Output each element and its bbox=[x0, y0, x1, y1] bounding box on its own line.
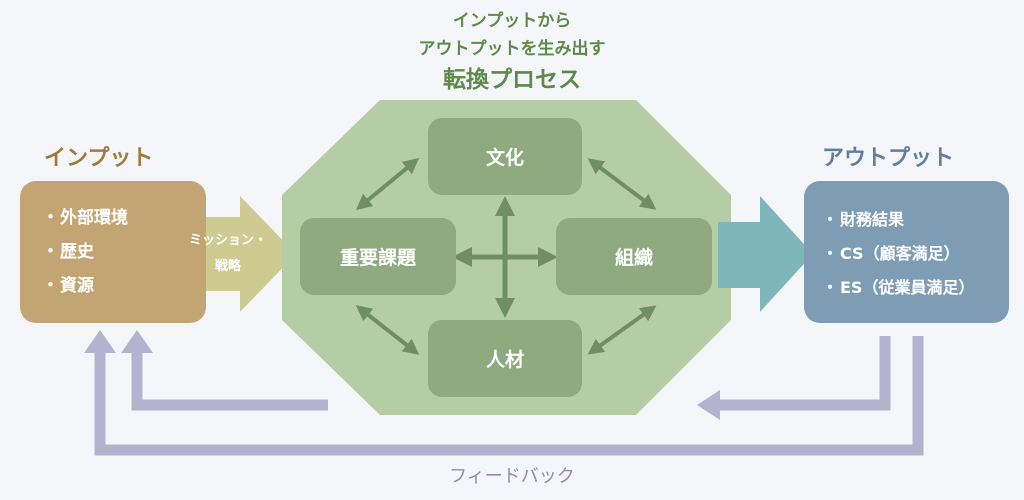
output-arrow bbox=[718, 196, 813, 312]
input-item: ・歴史 bbox=[42, 239, 206, 273]
mission-strategy-label: ミッション・ 戦略 bbox=[175, 228, 281, 280]
output-item-label: CS（顧客満足） bbox=[840, 244, 960, 263]
output-item-label: 財務結果 bbox=[840, 210, 905, 229]
bullet: ・ bbox=[822, 244, 839, 263]
feedback-label: フィードバック bbox=[449, 466, 575, 487]
feedback-inner-right-arrowhead bbox=[697, 390, 720, 420]
input-item-label: 資源 bbox=[60, 276, 94, 296]
feedback-inner-left-arrowhead bbox=[121, 330, 153, 353]
feedback-outer-arrowhead bbox=[84, 330, 116, 353]
input-heading: インプット bbox=[44, 146, 154, 171]
feedback-inner-loop-right bbox=[716, 336, 891, 411]
input-item: ・外部環境 bbox=[42, 205, 206, 239]
feedback-outer-loop bbox=[94, 336, 924, 456]
mission-label-line-1: ミッション・ bbox=[188, 233, 267, 248]
arrow-culture-org bbox=[587, 158, 657, 210]
input-item: ・資源 bbox=[42, 273, 206, 307]
process-box-key-issues: 重要課題 bbox=[300, 218, 456, 295]
output-item: ・ES（従業員満足） bbox=[822, 275, 1009, 309]
process-box-people: 人材 bbox=[428, 320, 582, 397]
bullet: ・ bbox=[42, 208, 59, 228]
process-box-organization: 組織 bbox=[556, 218, 712, 295]
output-heading: アウトプット bbox=[822, 146, 955, 171]
bullet: ・ bbox=[822, 210, 839, 229]
title-line-3: 転換プロセス bbox=[443, 67, 581, 93]
bullet: ・ bbox=[42, 276, 59, 296]
mission-label-line-2: 戦略 bbox=[214, 259, 241, 274]
feedback-inner-loop-left bbox=[131, 348, 328, 411]
title-line-1: インプットから bbox=[452, 11, 572, 31]
input-card: ・外部環境 ・歴史 ・資源 bbox=[20, 181, 206, 323]
output-item: ・財務結果 bbox=[822, 207, 1009, 241]
bullet: ・ bbox=[42, 242, 59, 262]
output-item: ・CS（顧客満足） bbox=[822, 241, 1009, 275]
input-list: ・外部環境 ・歴史 ・資源 bbox=[42, 205, 206, 307]
bullet: ・ bbox=[822, 278, 839, 297]
output-list: ・財務結果 ・CS（顧客満足） ・ES（従業員満足） bbox=[822, 207, 1009, 309]
mission-strategy-arrow bbox=[177, 196, 296, 312]
output-item-label: ES（従業員満足） bbox=[840, 278, 975, 297]
output-card: ・財務結果 ・CS（顧客満足） ・ES（従業員満足） bbox=[804, 181, 1009, 323]
process-box-culture: 文化 bbox=[428, 118, 582, 195]
arrow-org-people bbox=[587, 305, 657, 355]
input-item-label: 歴史 bbox=[60, 242, 94, 262]
arrow-issues-people bbox=[355, 305, 420, 355]
arrow-issues-culture bbox=[355, 157, 420, 211]
title-line-2: アウトプットを生み出す bbox=[418, 39, 606, 59]
input-item-label: 外部環境 bbox=[60, 208, 128, 228]
